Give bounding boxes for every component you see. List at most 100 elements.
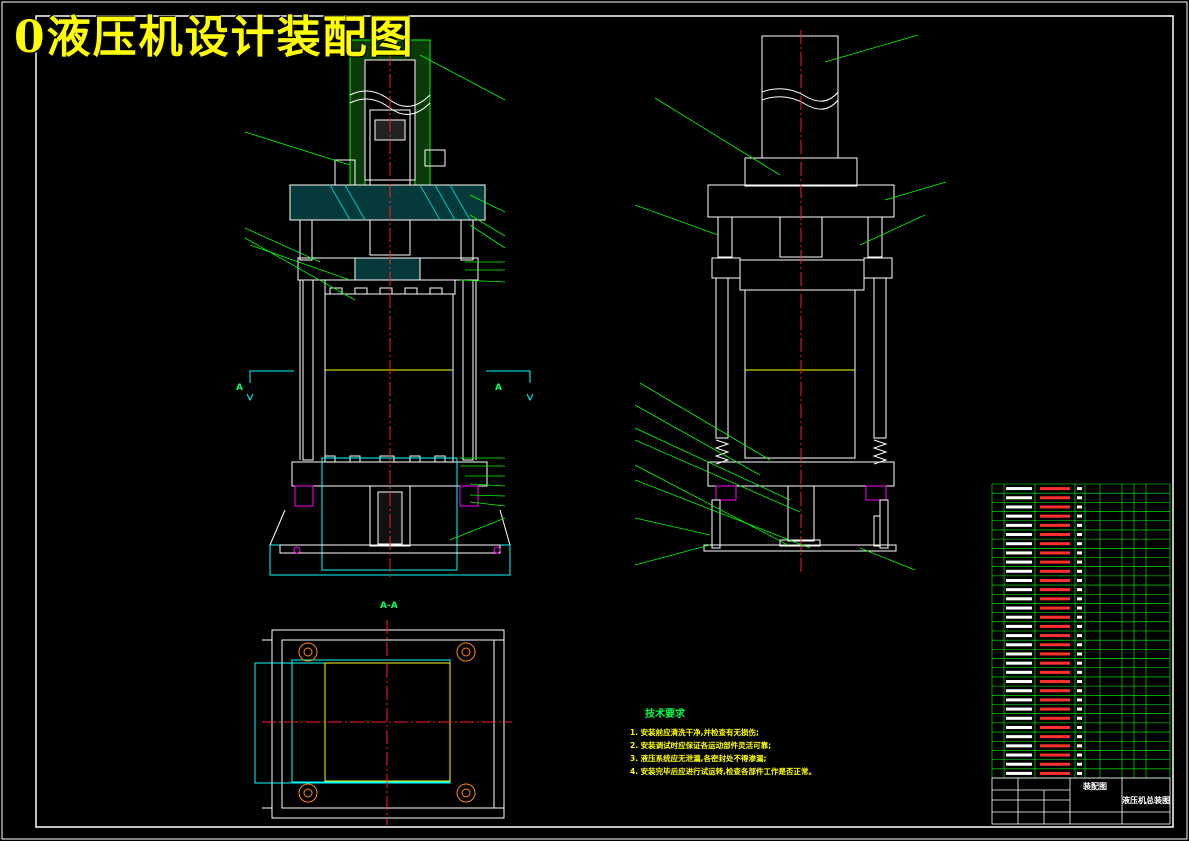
parts-list-entry	[1077, 533, 1082, 537]
parts-list-entry	[1006, 551, 1032, 555]
parts-list-entry	[1040, 735, 1070, 739]
parts-list-entry	[1006, 533, 1032, 537]
parts-list-entry	[1077, 487, 1082, 491]
title-block-scale-label: 装配图	[1082, 781, 1107, 791]
parts-list-entry	[1077, 707, 1082, 711]
parts-list-entry	[1006, 670, 1032, 674]
parts-list-entry	[1006, 689, 1032, 693]
parts-list-entry	[1006, 661, 1032, 665]
section-view-label: A-A	[380, 601, 398, 611]
inner-frame	[35, 15, 1174, 828]
parts-list-entry	[1006, 762, 1032, 766]
tech-requirement-line-1: 1. 安装前应清洗干净,并检查有无损伤;	[630, 727, 759, 737]
parts-list	[991, 483, 1171, 779]
parts-list-entry	[1077, 652, 1082, 656]
parts-list-entry	[1040, 496, 1070, 500]
parts-list-entry	[1040, 652, 1070, 656]
parts-list-entry	[1006, 487, 1032, 491]
parts-list-entry	[1006, 652, 1032, 656]
parts-list-entry	[1077, 771, 1082, 775]
parts-list-entry	[1040, 680, 1070, 684]
parts-list-entry	[1040, 771, 1070, 775]
parts-list-entry	[1006, 615, 1032, 619]
parts-list-entry	[1077, 523, 1082, 527]
parts-list-entry	[1040, 578, 1070, 582]
parts-list-entry	[1077, 542, 1082, 546]
parts-list-entry	[1006, 578, 1032, 582]
page-title: 0液压机设计装配图	[14, 12, 415, 63]
parts-list-entry	[1077, 689, 1082, 693]
parts-list-entry	[1040, 670, 1070, 674]
parts-list-entry	[1077, 560, 1082, 564]
parts-list-entry	[1040, 542, 1070, 546]
parts-list-entry	[1077, 753, 1082, 757]
parts-list-entry	[1040, 487, 1070, 491]
parts-list-entry	[1040, 615, 1070, 619]
parts-list-entry	[1077, 505, 1082, 509]
parts-list-entry	[1077, 670, 1082, 674]
parts-list-entry	[1040, 624, 1070, 628]
parts-list-entry	[1040, 569, 1070, 573]
parts-list-entry	[1006, 725, 1032, 729]
parts-list-entry	[1040, 514, 1070, 518]
parts-list-entry	[1040, 634, 1070, 638]
parts-list-entry	[1040, 551, 1070, 555]
tech-requirement-line-4: 4. 安装完毕后应进行试运转,检查各部件工作是否正常。	[630, 766, 816, 776]
parts-list-entry	[1006, 514, 1032, 518]
parts-list-entry	[1040, 661, 1070, 665]
section-center-lines	[262, 620, 512, 825]
side-leaders	[634, 34, 947, 571]
parts-list-entry	[1077, 578, 1082, 582]
parts-list-entry	[1040, 606, 1070, 610]
parts-list-entry	[1077, 643, 1082, 647]
section-view	[254, 629, 505, 819]
parts-list-entry	[1077, 634, 1082, 638]
parts-list-entry	[1006, 569, 1032, 573]
parts-list-entry	[1077, 744, 1082, 748]
parts-list-entry	[1077, 496, 1082, 500]
parts-list-entry	[1040, 560, 1070, 564]
parts-list-entry	[1006, 744, 1032, 748]
parts-list-entry	[1006, 523, 1032, 527]
parts-list-entry	[1077, 514, 1082, 518]
parts-list-entry	[1077, 569, 1082, 573]
parts-list-entry	[1006, 716, 1032, 720]
parts-list-entry	[1040, 597, 1070, 601]
parts-list-entry	[1006, 680, 1032, 684]
parts-list-entry	[1006, 505, 1032, 509]
parts-list-entry	[1006, 735, 1032, 739]
parts-list-entry	[1006, 496, 1032, 500]
parts-list-entry	[1077, 735, 1082, 739]
parts-list-entry	[1077, 661, 1082, 665]
parts-list-entry	[1040, 698, 1070, 702]
parts-list-entry	[1077, 551, 1082, 555]
parts-list-entry	[1077, 680, 1082, 684]
parts-list-entry	[1040, 716, 1070, 720]
tech-requirement-line-3: 3. 液压系统应无泄漏,各密封处不得渗漏;	[630, 753, 767, 763]
parts-list-entry	[1077, 624, 1082, 628]
parts-list-entry	[1077, 606, 1082, 610]
parts-list-entry	[1006, 753, 1032, 757]
parts-list-entry	[1040, 643, 1070, 647]
parts-list-entry	[1077, 725, 1082, 729]
parts-list-entry	[1006, 560, 1032, 564]
parts-list-entry	[1040, 689, 1070, 693]
parts-list-entry	[1006, 698, 1032, 702]
parts-list-entry	[1006, 707, 1032, 711]
parts-list-entry	[1040, 588, 1070, 592]
parts-list-entry	[1040, 744, 1070, 748]
parts-list-entry	[1040, 753, 1070, 757]
parts-list-entry	[1040, 533, 1070, 537]
parts-list-entry	[1006, 643, 1032, 647]
parts-list-entry	[1077, 716, 1082, 720]
section-mark-left: A	[236, 383, 243, 393]
parts-list-entry	[1040, 725, 1070, 729]
parts-list-entry	[1040, 505, 1070, 509]
parts-list-entry	[1006, 624, 1032, 628]
parts-list-entry	[1077, 597, 1082, 601]
parts-list-entry	[1077, 698, 1082, 702]
tech-requirements-heading: 技术要求	[645, 707, 686, 720]
parts-list-entry	[1006, 606, 1032, 610]
